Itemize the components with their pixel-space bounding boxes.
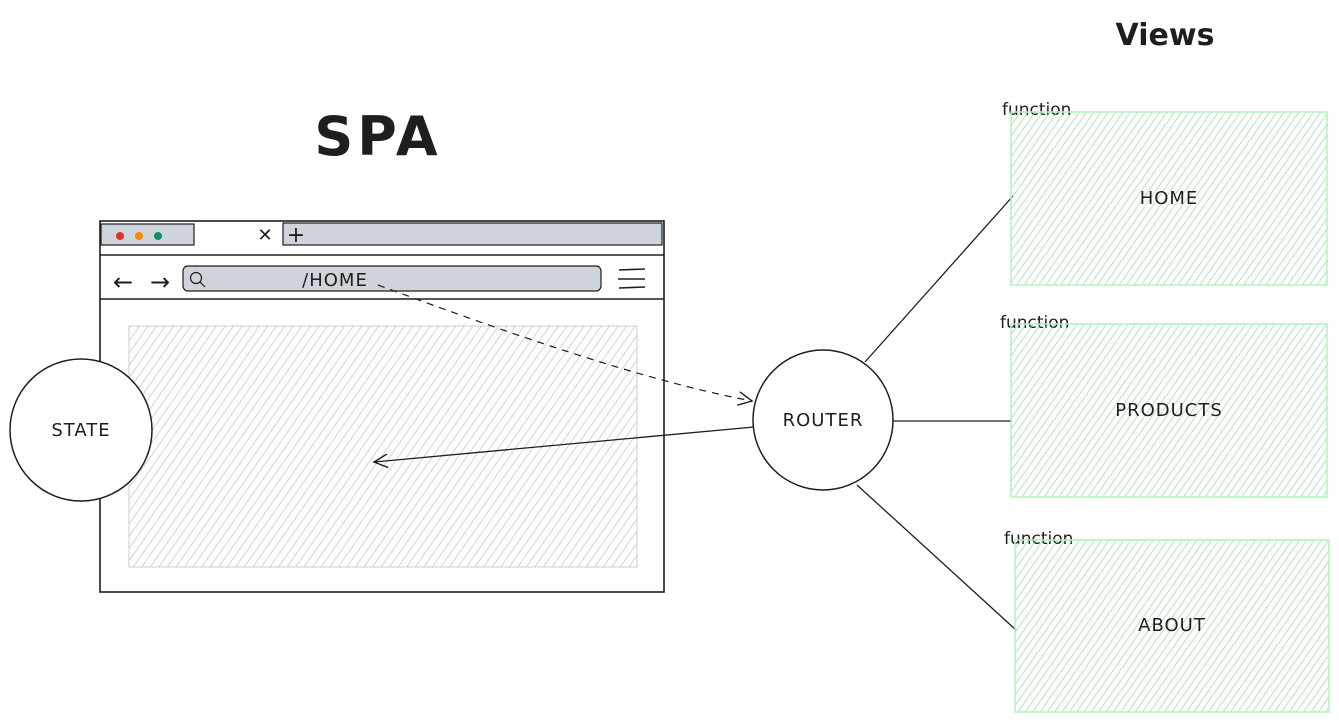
window-maximize-dot[interactable] <box>154 232 162 240</box>
window-close-dot[interactable] <box>116 232 124 240</box>
address-url[interactable]: /HOME <box>302 270 368 291</box>
views-heading: Views <box>1116 18 1215 53</box>
tab-close-icon[interactable]: ✕ <box>257 225 272 246</box>
router-to-content-arrow <box>374 426 755 462</box>
router-node: ROUTER <box>752 349 894 491</box>
view-label: ABOUT <box>1138 615 1206 636</box>
page-content-area <box>128 325 638 568</box>
address-bar[interactable] <box>182 265 602 292</box>
browser-window: ✕ + ← → /HOME <box>99 220 665 593</box>
state-label: STATE <box>51 420 110 441</box>
tab-bar-right <box>282 222 663 246</box>
router-label: ROUTER <box>783 410 864 431</box>
view-box <box>1014 539 1330 713</box>
forward-arrow-icon[interactable]: → <box>150 268 170 296</box>
view-label: PRODUCTS <box>1115 400 1223 421</box>
tab-bar-left <box>100 223 195 246</box>
view-products: function PRODUCTS <box>1000 313 1328 498</box>
new-tab-icon[interactable]: + <box>287 223 305 248</box>
router-to-about-line <box>856 484 1017 631</box>
view-box <box>1010 323 1328 498</box>
window-minimize-dot[interactable] <box>135 232 143 240</box>
view-about: function ABOUT <box>1004 529 1330 713</box>
url-to-router-arrow <box>377 284 752 401</box>
view-home: function HOME <box>1002 100 1328 286</box>
diagram-title: SPA <box>314 105 441 168</box>
back-arrow-icon[interactable]: ← <box>113 268 133 296</box>
hamburger-menu-icon[interactable] <box>618 268 646 289</box>
state-node: STATE <box>9 358 153 502</box>
search-icon <box>189 271 206 288</box>
view-label: HOME <box>1140 188 1199 209</box>
router-to-home-line <box>864 195 1014 363</box>
view-box <box>1010 111 1328 286</box>
